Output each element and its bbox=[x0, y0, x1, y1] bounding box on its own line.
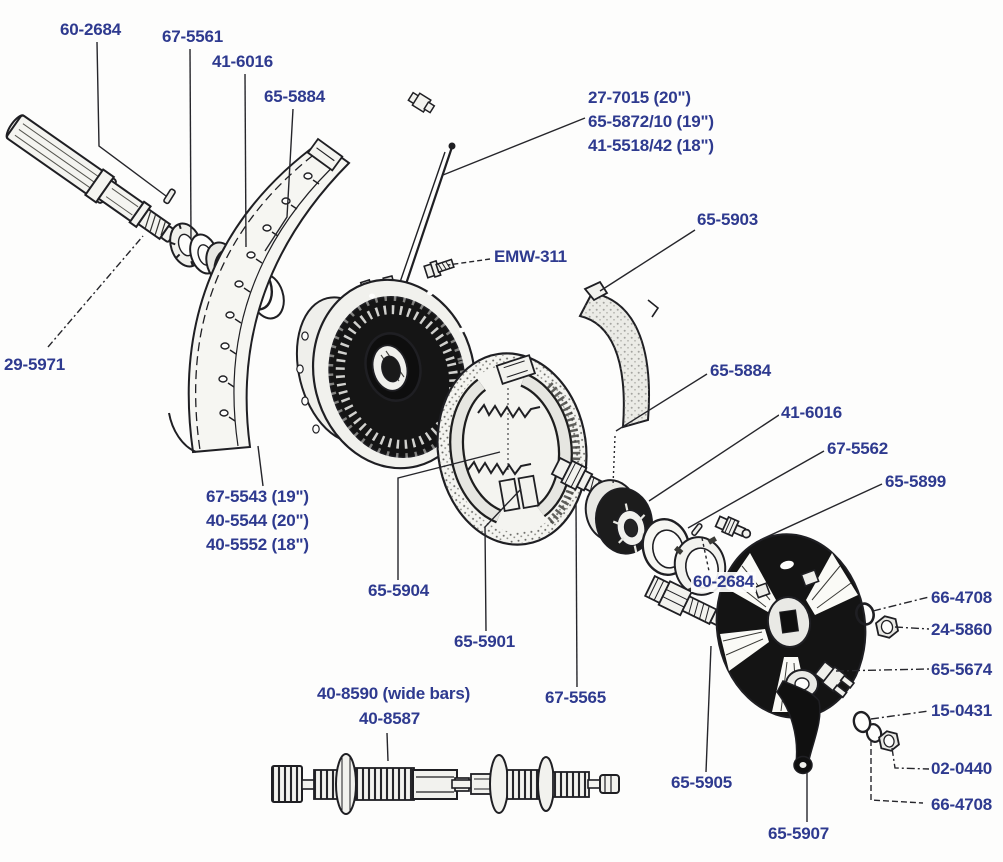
wheel-rim-drawing bbox=[168, 137, 351, 454]
axle-pin-drawing bbox=[163, 188, 176, 205]
grease-nipple-drawing bbox=[714, 515, 752, 539]
part-label-66-4708-bottom: 66-4708 bbox=[929, 795, 994, 815]
part-label-02-0440: 02-0440 bbox=[929, 759, 994, 779]
part-label-65-5884-right: 65-5884 bbox=[708, 361, 773, 381]
leader-67-5562 bbox=[687, 450, 825, 529]
leader-02-0440 bbox=[891, 747, 930, 770]
part-label-65-5884-left: 65-5884 bbox=[262, 87, 327, 107]
leader-65-5905 bbox=[705, 645, 712, 773]
leader-65-5899 bbox=[759, 483, 883, 541]
clevis-65-5674-drawing bbox=[813, 660, 856, 699]
brake-plate-drawing bbox=[436, 352, 588, 546]
part-label-40-5544: 40-5544 (20") bbox=[204, 511, 311, 531]
emw-311-bolt-drawing bbox=[423, 258, 455, 279]
part-label-65-5905: 65-5905 bbox=[669, 773, 734, 793]
part-label-65-5904: 65-5904 bbox=[366, 581, 431, 601]
part-label-65-5903: 65-5903 bbox=[695, 210, 760, 230]
part-label-24-5860: 24-5860 bbox=[929, 620, 994, 640]
lock-pin-drawing bbox=[691, 523, 703, 536]
leader-65-5884-a bbox=[264, 108, 294, 252]
leader-66-4708-a bbox=[872, 596, 930, 612]
part-label-65-5907: 65-5907 bbox=[766, 824, 831, 844]
leader-66-4708-b bbox=[870, 740, 924, 804]
cable-adjuster-right-drawing bbox=[451, 754, 620, 814]
part-label-65-5872-10: 65-5872/10 (19") bbox=[586, 112, 716, 132]
spokes-drawing bbox=[397, 91, 456, 291]
part-label-67-5562: 67-5562 bbox=[825, 439, 890, 459]
part-label-67-5565: 67-5565 bbox=[543, 688, 608, 708]
leader-rim-sizes bbox=[257, 445, 264, 487]
part-label-67-5561: 67-5561 bbox=[160, 27, 225, 47]
part-label-41-6016-right: 41-6016 bbox=[779, 403, 844, 423]
part-label-41-5518-42: 41-5518/42 (18") bbox=[586, 136, 716, 156]
part-label-67-5543: 67-5543 (19") bbox=[204, 487, 311, 507]
part-label-65-5901: 65-5901 bbox=[452, 632, 517, 652]
front-axle-drawing bbox=[5, 114, 177, 243]
part-label-65-5899: 65-5899 bbox=[883, 472, 948, 492]
brake-arm-drawing bbox=[776, 660, 856, 775]
leader-65-5901 bbox=[484, 488, 522, 632]
cable-adjuster-left-drawing bbox=[271, 753, 470, 815]
leader-65-5884-b2 bbox=[612, 435, 616, 487]
leader-spoke-sizes bbox=[442, 117, 586, 176]
leader-41-6016-b bbox=[648, 414, 780, 502]
part-label-27-7015: 27-7015 (20") bbox=[586, 88, 693, 108]
leader-29-5971 bbox=[47, 235, 144, 348]
part-label-66-4708-top: 66-4708 bbox=[929, 588, 994, 608]
spoke-nipples bbox=[218, 172, 320, 422]
part-label-65-5674: 65-5674 bbox=[929, 660, 994, 680]
brake-lining-drawing bbox=[578, 280, 660, 429]
leader-24-5860 bbox=[894, 626, 930, 630]
leader-65-5884-b bbox=[615, 373, 708, 432]
part-label-40-8590: 40-8590 (wide bars) bbox=[315, 684, 473, 704]
leader-65-5903 bbox=[599, 229, 696, 292]
hub-drum-drawing bbox=[295, 275, 477, 470]
leader-15-0431 bbox=[870, 710, 930, 720]
leader-emw-311 bbox=[447, 258, 491, 266]
leader-67-5561 bbox=[189, 48, 192, 240]
part-label-emw-311: EMW-311 bbox=[492, 247, 569, 267]
leader-65-5904 bbox=[397, 451, 501, 580]
part-label-15-0431: 15-0431 bbox=[929, 701, 994, 721]
leader-41-6016-a bbox=[244, 73, 247, 248]
wheel-bearing-right-drawing bbox=[584, 479, 653, 555]
part-label-41-6016-left: 41-6016 bbox=[210, 52, 275, 72]
leader-40-8587 bbox=[386, 732, 389, 762]
part-label-40-8587: 40-8587 bbox=[357, 709, 422, 729]
leader-60-2684-a bbox=[96, 41, 167, 197]
hardware-column-drawing bbox=[852, 602, 900, 752]
part-label-60-2684-lock-pin: 60-2684 bbox=[691, 572, 756, 592]
leader-67-5565 bbox=[575, 503, 578, 688]
part-label-60-2684-axle-pin: 60-2684 bbox=[58, 20, 123, 40]
leader-lines bbox=[47, 41, 930, 822]
part-label-40-5552: 40-5552 (18") bbox=[204, 535, 311, 555]
part-label-29-5971: 29-5971 bbox=[2, 355, 67, 375]
